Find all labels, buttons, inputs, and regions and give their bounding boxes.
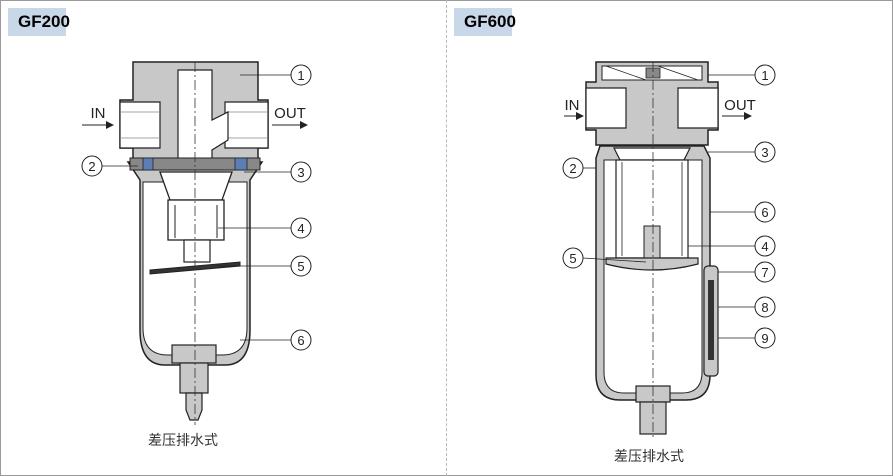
panel-gf600: GF600 — [446, 0, 893, 476]
callout-5: 5 — [297, 259, 304, 274]
callout-3: 3 — [761, 145, 768, 160]
callout-3: 3 — [297, 165, 304, 180]
caption-gf600: 差压排水式 — [614, 449, 684, 465]
gf200-sectional-drawing: 1 2 3 4 5 6 IN OUT — [81, 61, 312, 425]
callout-6: 6 — [761, 205, 768, 220]
callout-6: 6 — [297, 333, 304, 348]
callout-4: 4 — [297, 221, 304, 236]
panel-title-gf200: GF200 — [8, 8, 70, 36]
callout-2: 2 — [569, 161, 576, 176]
callout-1: 1 — [761, 68, 768, 83]
callout-1: 1 — [297, 68, 304, 83]
callout-4: 4 — [761, 239, 768, 254]
panel-title-gf600: GF600 — [454, 8, 516, 36]
callout-7: 7 — [761, 265, 768, 280]
in-label: IN — [91, 105, 106, 122]
caption-gf200: 差压排水式 — [148, 433, 218, 449]
callout-5: 5 — [569, 251, 576, 266]
in-label: IN — [565, 97, 580, 114]
out-label: OUT — [274, 105, 306, 122]
panel-divider — [446, 0, 447, 476]
callout-9: 9 — [761, 331, 768, 346]
callout-2: 2 — [88, 159, 95, 174]
gf600-sectional-drawing: 1 2 3 4 5 6 7 8 9 IN OUT — [562, 61, 776, 440]
callout-8: 8 — [761, 300, 768, 315]
out-label: OUT — [724, 97, 756, 114]
panel-gf200: GF200 — [0, 0, 446, 476]
